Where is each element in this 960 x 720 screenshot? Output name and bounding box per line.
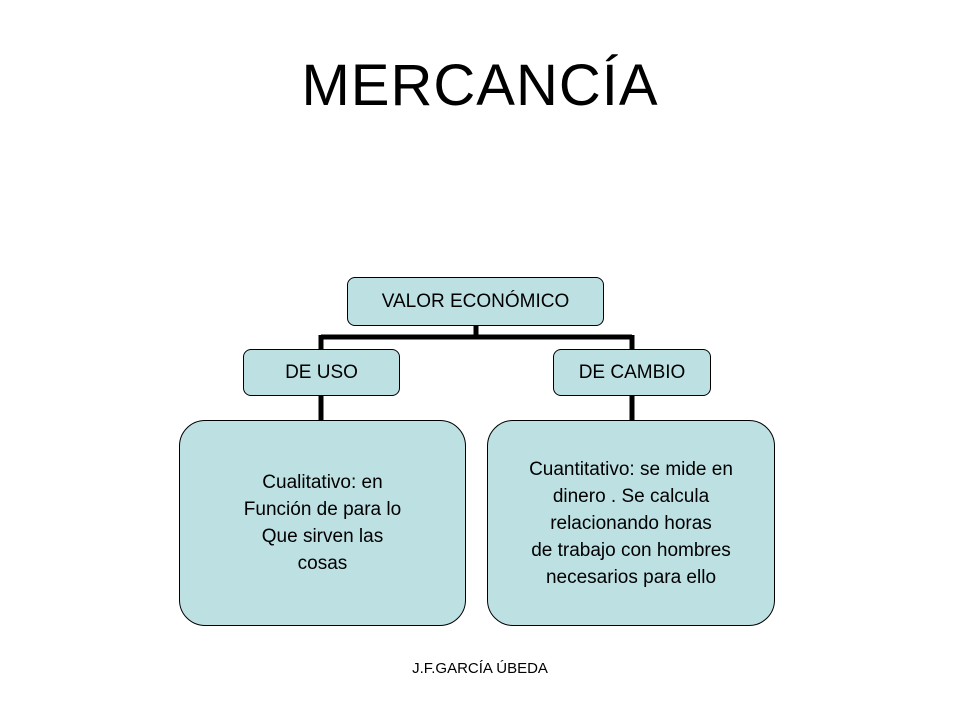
root-node-valor-economico: VALOR ECONÓMICO xyxy=(347,277,604,326)
root-node-label: VALOR ECONÓMICO xyxy=(381,291,570,312)
detail-node-cambio: Cuantitativo: se mide en dinero . Se cal… xyxy=(487,420,775,626)
branch-node-label: DE CAMBIO xyxy=(578,362,686,383)
author-footer: J.F.GARCÍA ÚBEDA xyxy=(412,660,548,677)
detail-text-uso: Cualitativo: en Función de para lo Que s… xyxy=(243,472,402,574)
detail-node-uso: Cualitativo: en Función de para lo Que s… xyxy=(179,420,466,626)
slide-title: MERCANCÍA xyxy=(301,53,659,118)
branch-node-de-uso: DE USO xyxy=(243,349,400,396)
detail-text-cambio: Cuantitativo: se mide en dinero . Se cal… xyxy=(529,458,733,588)
branch-node-label: DE USO xyxy=(285,362,358,383)
branch-node-de-cambio: DE CAMBIO xyxy=(553,349,711,396)
